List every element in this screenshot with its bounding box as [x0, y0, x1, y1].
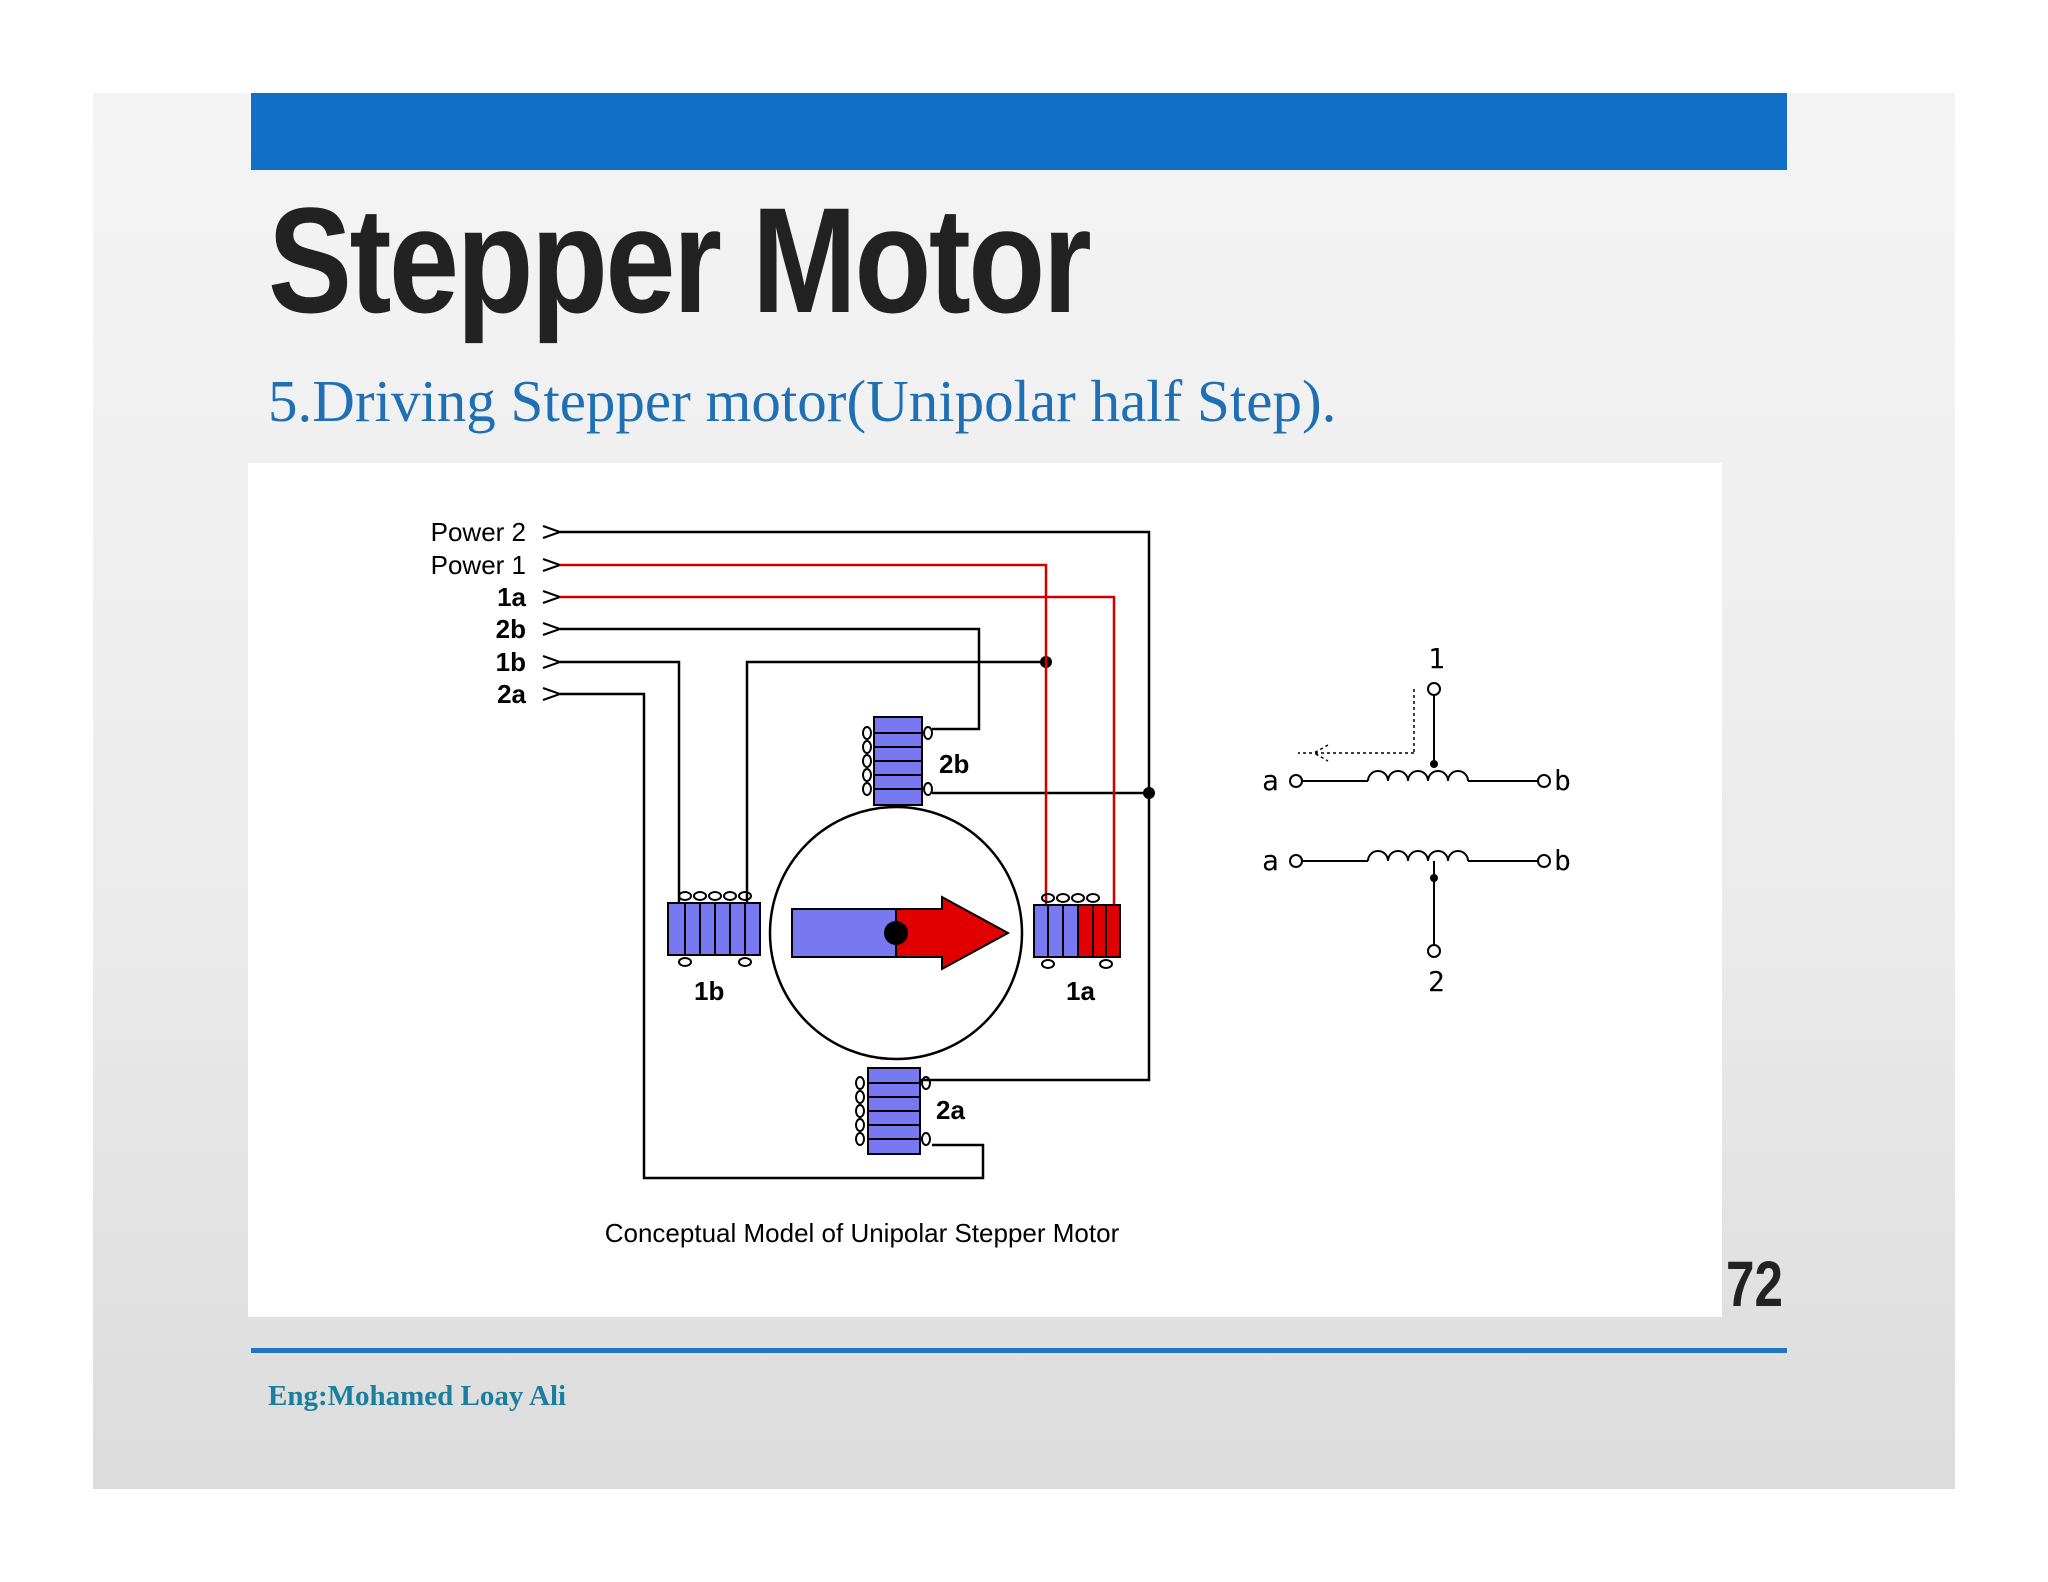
coil-1b — [667, 891, 761, 967]
schematic-terminal-b-top: b — [1554, 764, 1571, 797]
coil-label-2a: 2a — [936, 1095, 965, 1125]
input-label-2b: 2b — [496, 614, 526, 644]
rotor-arrow-north — [895, 895, 1011, 971]
black-wires — [560, 530, 1151, 1180]
slide-title: Stepper Motor — [268, 176, 1092, 344]
unipolar-schematic — [1289, 682, 1551, 958]
coil-label-1a: 1a — [1066, 976, 1095, 1006]
stepper-diagram-figure: Power 2 Power 1 1a 2b 1b 2a — [248, 463, 1722, 1317]
rotor-pivot — [884, 921, 908, 945]
input-label-power1: Power 1 — [431, 550, 526, 580]
footer-author: Eng:Mohamed Loay Ali — [268, 1380, 567, 1412]
schematic-tap-1-label: 1 — [1428, 642, 1445, 675]
input-label-1a: 1a — [497, 582, 526, 612]
coil-2a — [855, 1067, 931, 1155]
diagram-caption: Conceptual Model of Unipolar Stepper Mot… — [605, 1218, 1120, 1248]
schematic-terminal-a-top: a — [1262, 764, 1279, 797]
coil-1a — [1033, 893, 1121, 969]
slide-subtitle: 5.Driving Stepper motor(Unipolar half St… — [268, 368, 1337, 434]
junction-dot — [1143, 787, 1155, 799]
input-arrows — [542, 525, 564, 701]
coil-2b — [862, 716, 933, 806]
input-label-power2: Power 2 — [431, 517, 526, 547]
stepper-diagram: Power 2 Power 1 1a 2b 1b 2a — [431, 517, 1571, 1248]
red-wires — [560, 563, 1116, 908]
page-number: 72 — [1726, 1248, 1783, 1320]
input-label-2a: 2a — [497, 679, 526, 709]
schematic-tap-2-label: 2 — [1428, 965, 1445, 998]
input-label-1b: 1b — [496, 647, 526, 677]
schematic-terminal-a-bottom: a — [1262, 844, 1279, 877]
footer-divider — [251, 1348, 1787, 1353]
coil-label-1b: 1b — [694, 976, 724, 1006]
schematic-terminal-b-bottom: b — [1554, 844, 1571, 877]
header-bar — [251, 93, 1787, 170]
rotor-housing — [768, 805, 1024, 1061]
rotor-magnet-south — [791, 908, 897, 958]
coil-label-2b: 2b — [939, 749, 969, 779]
